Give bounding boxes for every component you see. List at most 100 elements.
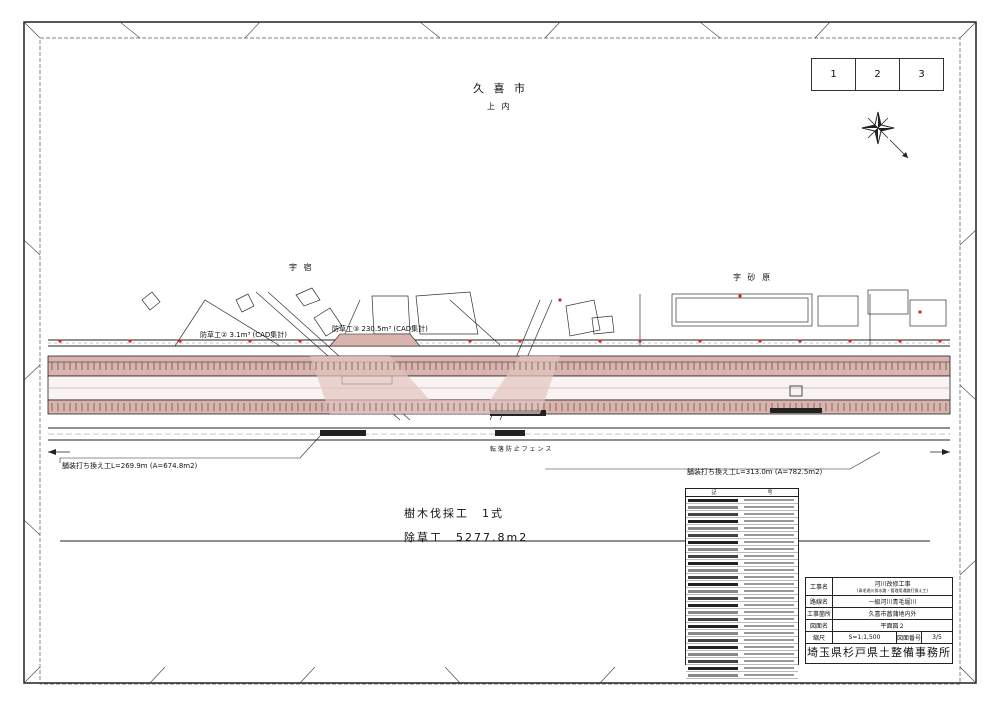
legend-label [744, 660, 794, 662]
survey-point-marker [518, 339, 522, 343]
legend-label [744, 618, 794, 620]
legend-label [744, 583, 794, 585]
survey-point-marker [738, 294, 742, 298]
legend-symbol [688, 533, 738, 537]
legend-symbol [688, 596, 738, 600]
legend-label [744, 632, 794, 634]
fold-marks [23, 21, 977, 684]
project-subtitle: (青毛堀川排水路・管理用通路打換え工) [856, 588, 929, 593]
inner-panel-border [39, 37, 961, 685]
legend-symbol [688, 666, 738, 670]
legend-symbol [688, 512, 738, 516]
weed-area-north [329, 333, 421, 347]
legend-symbol [688, 610, 738, 614]
legend-symbol [688, 624, 738, 628]
title-block: 工事名 河川改修工事 (青毛堀川排水路・管理用通路打換え工) 路線名 一級河川青… [805, 577, 953, 664]
survey-point-marker [798, 339, 802, 343]
drawing-number-label: 図面番号 [897, 632, 922, 643]
site-name: 久喜市菖蒲地内外 [868, 611, 917, 618]
pavement-leaders [59, 435, 881, 470]
survey-point-marker [128, 339, 132, 343]
legend-symbol [688, 547, 738, 551]
drawing-label: 図面名 [806, 620, 833, 631]
legend-label [744, 534, 794, 536]
legend-label [744, 513, 794, 515]
legend-row [686, 504, 798, 511]
weed-control-label-1: 防草工② 3.1m³ (CAD集計) [200, 331, 288, 339]
survey-point-marker [248, 339, 252, 343]
pavement-label-right: 舗装打ち換え工L=313.0m (A=782.5m2) [687, 468, 823, 476]
legend-header: 記号 [686, 489, 798, 497]
legend-row [686, 511, 798, 518]
legend-row [686, 539, 798, 546]
project-label: 工事名 [806, 578, 833, 595]
area-label-right: 字 砂 原 [733, 273, 773, 282]
survey-point-marker [58, 339, 62, 343]
legend-label [744, 527, 794, 529]
drawing-number-value: 3/5 [932, 634, 942, 641]
scale-value: S=1:1,500 [833, 632, 897, 643]
north-embankment [47, 355, 951, 377]
legend-label [744, 625, 794, 627]
weed-control-label-2: 防草工③ 230.5m³ (CAD集計) [332, 325, 428, 333]
legend-row [686, 588, 798, 595]
sheet-number-3: 3 [899, 58, 944, 91]
legend-symbol [688, 519, 738, 523]
survey-point-marker [298, 339, 302, 343]
weeding-label: 除草工 5277.8m2 [404, 531, 529, 544]
legend-symbol [688, 631, 738, 635]
legend-symbol [688, 561, 738, 565]
survey-point-marker [178, 339, 182, 343]
legend-symbol [688, 575, 738, 579]
survey-point-marker [598, 339, 602, 343]
legend-symbol [688, 603, 738, 607]
legend-label [744, 604, 794, 606]
embankment-ticks-north [51, 362, 947, 370]
survey-point-marker [558, 298, 562, 302]
legend-row [686, 630, 798, 637]
river-name: 一級河川青毛堀川 [868, 599, 917, 606]
legend-symbol [688, 638, 738, 642]
legend-label [744, 597, 794, 599]
legend-symbol [688, 652, 738, 656]
legend-symbol [688, 589, 738, 593]
legend-row [686, 560, 798, 567]
legend-label [744, 548, 794, 550]
legend-row [686, 567, 798, 574]
city-label: 久 喜 市 [473, 82, 528, 95]
legend-row [686, 595, 798, 602]
drawing-name: 平面図２ [880, 623, 905, 630]
sheet-number-2: 2 [855, 58, 900, 91]
legend-symbol [688, 554, 738, 558]
survey-point-marker [638, 339, 642, 343]
legend-row [686, 525, 798, 532]
legend-symbol [688, 568, 738, 572]
legend-row [686, 623, 798, 630]
legend-label [744, 506, 794, 508]
tree-felling-label: 樹木伐採工 1式 [404, 507, 504, 520]
legend-row [686, 672, 798, 679]
crossing-area [310, 356, 560, 414]
sheet-number-1: 1 [811, 58, 856, 91]
legend-label [744, 611, 794, 613]
legend-label [744, 541, 794, 543]
legend-label [744, 562, 794, 564]
survey-point-marker [758, 339, 762, 343]
legend-symbol [688, 582, 738, 586]
north-arrow-compass-icon [861, 111, 909, 159]
legend-label [744, 646, 794, 648]
building-outlines [141, 287, 947, 337]
legend-row [686, 665, 798, 672]
legend-row [686, 609, 798, 616]
legend-label [744, 653, 794, 655]
survey-point-marker [918, 310, 922, 314]
legend-symbol [688, 498, 738, 502]
legend-symbol [688, 659, 738, 663]
survey-point-marker [848, 339, 852, 343]
survey-markers [58, 294, 942, 343]
survey-point-marker [468, 339, 472, 343]
sheet-outer-border [23, 21, 977, 684]
legend-label [744, 569, 794, 571]
legend-symbol [688, 673, 738, 677]
